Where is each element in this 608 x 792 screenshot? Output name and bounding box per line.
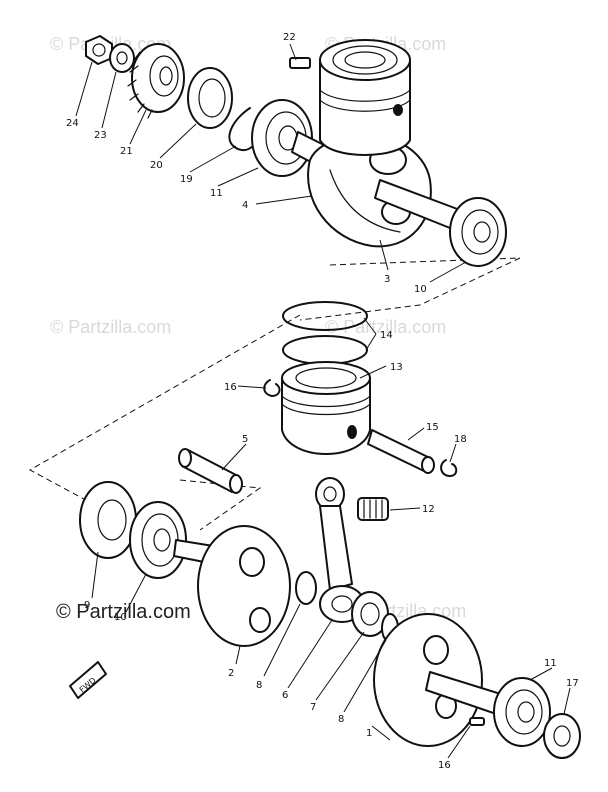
callout-label: 24 (66, 118, 79, 129)
woodruff-key-part (289, 57, 311, 69)
primary-gear-part (127, 43, 185, 119)
callout-label: 23 (94, 130, 107, 141)
bearing-part (129, 501, 187, 579)
callout-label: 15 (426, 422, 439, 433)
callout-label: 9 (84, 600, 90, 611)
callout-label: 2 (228, 668, 234, 679)
piston-pin-clip-part (440, 459, 458, 477)
oil-seal-part (187, 67, 233, 129)
callout-label: 8 (338, 714, 344, 725)
callout-label: 11 (210, 188, 223, 199)
piston-overview (319, 39, 411, 156)
callout-label: 10 (114, 612, 127, 623)
bearing-part (449, 197, 507, 267)
needle-bearing-part (357, 497, 389, 521)
piston-pin-clip-part (263, 379, 281, 397)
partzilla-watermark: © Partzilla.com (56, 601, 191, 623)
callout-labels: 22 24 23 21 20 19 11 4 3 10 14 13 16 15 … (66, 32, 579, 771)
woodruff-key-part (469, 717, 485, 726)
callout-label: 5 (242, 434, 248, 445)
callout-label: 10 (414, 284, 427, 295)
callout-label: 7 (310, 702, 316, 713)
callout-label: 21 (120, 146, 133, 157)
watermark-layer: © Partzilla.com © Partzilla.com © Partzi… (50, 34, 466, 621)
callout-label: 18 (454, 434, 467, 445)
piston-part (281, 361, 371, 455)
callout-label: 17 (566, 678, 579, 689)
callout-label: 16 (224, 382, 237, 393)
watermark-text: © Partzilla.com (325, 317, 446, 337)
crank-pin-part (178, 448, 243, 494)
leader-lines (75, 43, 571, 759)
callout-label: 3 (384, 274, 390, 285)
fwd-arrow-icon: FWD (69, 661, 107, 699)
callout-label: 20 (150, 160, 163, 171)
nut-part (85, 35, 113, 65)
callout-label: 12 (422, 504, 435, 515)
callout-label: 14 (380, 330, 393, 341)
crank-wheel-left-part (197, 525, 291, 647)
callout-label: 6 (282, 690, 288, 701)
washer-part (109, 43, 135, 73)
callout-label: 11 (544, 658, 557, 669)
bearing-part (493, 677, 551, 747)
callout-label: 16 (438, 760, 451, 771)
callout-label: 19 (180, 174, 193, 185)
assembly-outline (28, 257, 521, 531)
oil-seal-part (79, 481, 137, 559)
callout-label: 4 (242, 200, 248, 211)
watermark-text: © Partzilla.com (50, 317, 171, 337)
piston-pin-part (367, 429, 435, 474)
callout-label: 1 (366, 728, 372, 739)
callout-label: 22 (283, 32, 296, 43)
oil-seal-part (543, 713, 581, 759)
callout-label: 8 (256, 680, 262, 691)
thrust-washer-part (295, 571, 317, 605)
callout-label: 13 (390, 362, 403, 373)
